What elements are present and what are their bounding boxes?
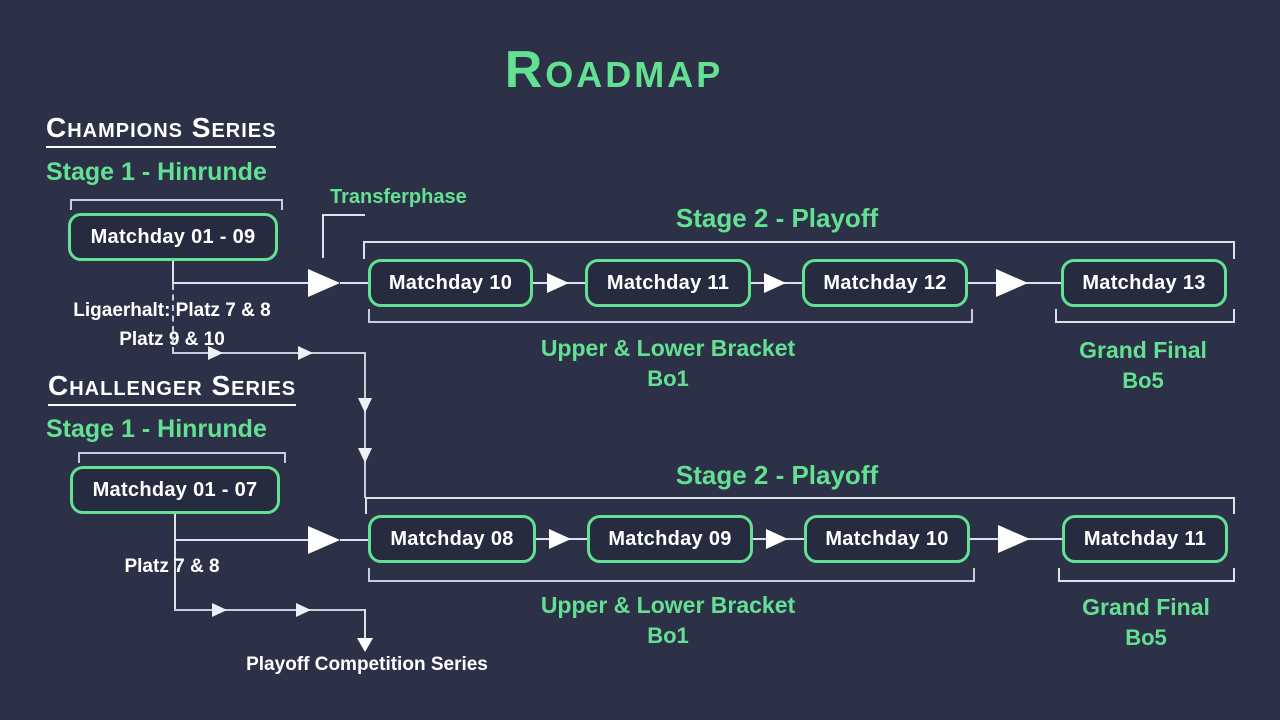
challenger-final-mode: Bo5 [1125,625,1167,650]
bracket-line [368,580,975,582]
champions-playoff-box: Matchday 10 [368,259,533,307]
champions-playoff-box: Matchday 13 [1061,259,1227,307]
arrow-right-icon [308,526,340,554]
arrow-right-icon [212,603,227,617]
champions-stage2-label: Stage 2 - Playoff [675,203,879,233]
bracket-line [973,568,975,580]
connector-line [322,214,324,258]
arrow-right-icon [298,346,313,360]
connector-line [172,282,308,284]
connector-line-dashed [172,284,174,353]
bracket-line [78,452,80,463]
champions-stage1-label: Stage 1 - Hinrunde [46,158,267,186]
bracket-line [70,199,283,201]
bracket-line [70,199,72,210]
transfer-path-line [172,352,366,354]
playoff-competition-label: Playoff Competition Series [246,654,488,675]
challenger-bracket-mode: Bo1 [647,623,689,648]
challenger-series-heading: Challenger Series [48,370,297,406]
page-title: Roadmap [504,41,724,99]
challenger-final-label: Grand Final [1082,594,1210,620]
bracket-line [1058,580,1235,582]
bracket-line [1058,568,1060,580]
connector-line [364,609,366,639]
bracket-line [78,452,286,454]
challenger-stage2-label: Stage 2 - Playoff [675,460,879,490]
connector-line [340,539,368,541]
bracket-line [1055,309,1057,321]
arrow-right-icon [996,269,1028,297]
champions-bracket-mode: Bo1 [647,366,689,391]
challenger-relegation-label: Platz 7 & 8 [124,556,220,577]
bracket-line [363,241,365,259]
arrow-down-icon [358,448,372,463]
arrow-right-icon [547,273,569,293]
bracket-line [1233,241,1235,259]
connector-line [174,539,308,541]
bracket-line [368,321,973,323]
arrow-down-icon [357,638,373,652]
bracket-line [365,497,1235,499]
challenger-stage1-box: Matchday 01 - 07 [70,466,280,514]
connector-line [172,261,174,283]
connector-line [322,214,365,216]
bracket-line [363,241,1235,243]
challenger-playoff-box: Matchday 10 [804,515,970,563]
bracket-line [971,309,973,321]
bracket-line [1233,568,1235,580]
challenger-stage1-label: Stage 1 - Hinrunde [46,415,267,443]
challenger-playoff-box: Matchday 08 [368,515,536,563]
bracket-line [1233,309,1235,321]
bracket-line [1055,321,1235,323]
arrow-down-icon [358,398,372,413]
connector-line [340,282,368,284]
bracket-line [365,497,367,514]
champions-playoff-box: Matchday 11 [585,259,751,307]
arrow-right-icon [549,529,571,549]
arrow-right-icon [296,603,311,617]
connector-line [174,514,176,610]
bracket-line [368,568,370,580]
challenger-bracket-label: Upper & Lower Bracket [540,592,796,618]
champions-final-mode: Bo5 [1122,368,1164,393]
arrow-right-icon [998,525,1030,553]
challenger-playoff-box: Matchday 11 [1062,515,1228,563]
bracket-line [368,309,370,321]
transferphase-label: Transferphase [330,186,467,208]
connector-line [174,609,366,611]
arrow-right-icon [208,346,223,360]
champions-playoff-box: Matchday 12 [802,259,968,307]
bracket-line [281,199,283,210]
arrow-right-icon [308,269,340,297]
challenger-playoff-box: Matchday 09 [587,515,753,563]
transfer-path-line [364,352,366,498]
champions-final-label: Grand Final [1079,337,1207,363]
arrow-right-icon [766,529,788,549]
arrow-right-icon [764,273,786,293]
champions-bracket-label: Upper & Lower Bracket [540,335,796,361]
bracket-line [1233,497,1235,514]
bracket-line [284,452,286,463]
champions-stage1-box: Matchday 01 - 09 [68,213,278,261]
champions-series-heading: Champions Series [46,112,277,148]
